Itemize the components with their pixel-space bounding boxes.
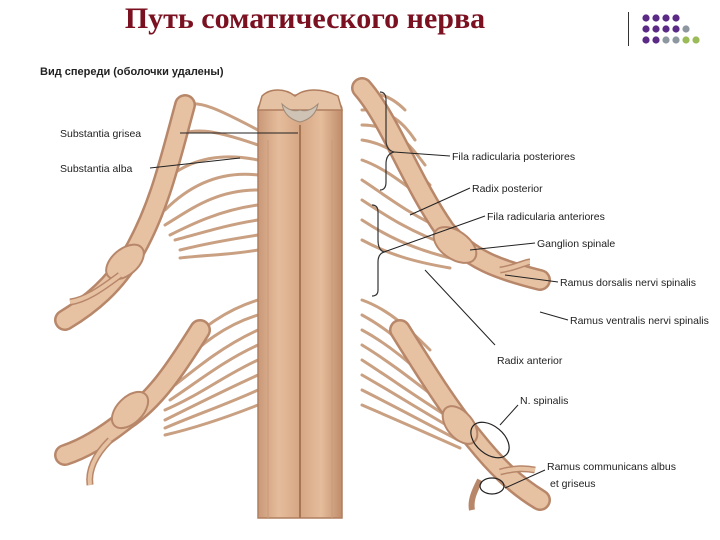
label-ramus-communicans-line2: et griseus: [550, 478, 596, 490]
leader-lines: [149, 132, 569, 489]
slide-title: Путь соматического нерва: [124, 2, 486, 35]
lower-left-nerve-roots: [163, 298, 260, 437]
label-substantia-alba: Substantia alba: [60, 163, 133, 175]
label-substantia-grisea: Substantia grisea: [60, 128, 141, 140]
decorative-dot-grid: [642, 14, 700, 44]
label-radix-anterior: Radix anterior: [497, 355, 563, 367]
label-n-spinalis: N. spinalis: [520, 395, 568, 407]
gray-matter-cross-section: [281, 102, 319, 123]
ramus-communicans-circle: [479, 477, 505, 495]
label-fila-radicularia-posteriores: Fila radicularia posteriores: [452, 151, 575, 163]
upper-left-ganglion: [105, 243, 145, 281]
label-fila-radicularia-anteriores: Fila radicularia anteriores: [487, 211, 605, 223]
lower-left-ganglion: [110, 390, 150, 430]
anterior-fila-brace: [371, 204, 386, 297]
spinal-cord: [257, 89, 343, 519]
label-ganglion-spinale: Ganglion spinale: [537, 238, 615, 250]
upper-left-nerve-roots: [158, 102, 260, 260]
n-spinalis-circle: [470, 421, 510, 459]
label-ramus-communicans-line1: Ramus communicans albus: [547, 461, 676, 473]
title-divider: [628, 12, 629, 46]
label-ramus-ventralis: Ramus ventralis nervi spinalis: [570, 315, 709, 327]
label-radix-posterior: Radix posterior: [472, 183, 543, 195]
figure-caption: Вид спереди (оболочки удалены): [40, 66, 224, 78]
label-ramus-dorsalis: Ramus dorsalis nervi spinalis: [560, 277, 696, 289]
upper-right-ganglion: [432, 226, 478, 264]
